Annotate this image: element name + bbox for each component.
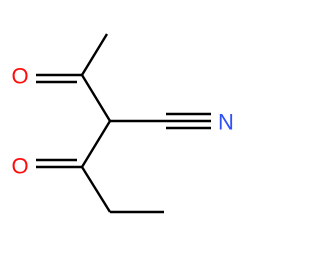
bond-nitrile-triple [166, 112, 211, 130]
nitrogen-atom: N [218, 110, 234, 135]
bond-methyl-carbonyl-top [80, 33, 109, 76]
bond-central-carbonyl-bottom [80, 120, 112, 168]
molecule-structure: O O N [11, 33, 234, 214]
oxygen-atom-bottom: O [11, 154, 28, 179]
bond-carbonyl-top-central [80, 74, 112, 122]
bond-carbonyl-oxygen-top-double [36, 73, 82, 84]
bond-carbonyl-bottom-ethyl [80, 166, 112, 213]
molecule-svg: O O N [11, 33, 234, 214]
oxygen-atom-top: O [11, 64, 28, 89]
bond-carbonyl-oxygen-bottom-double [36, 158, 82, 169]
